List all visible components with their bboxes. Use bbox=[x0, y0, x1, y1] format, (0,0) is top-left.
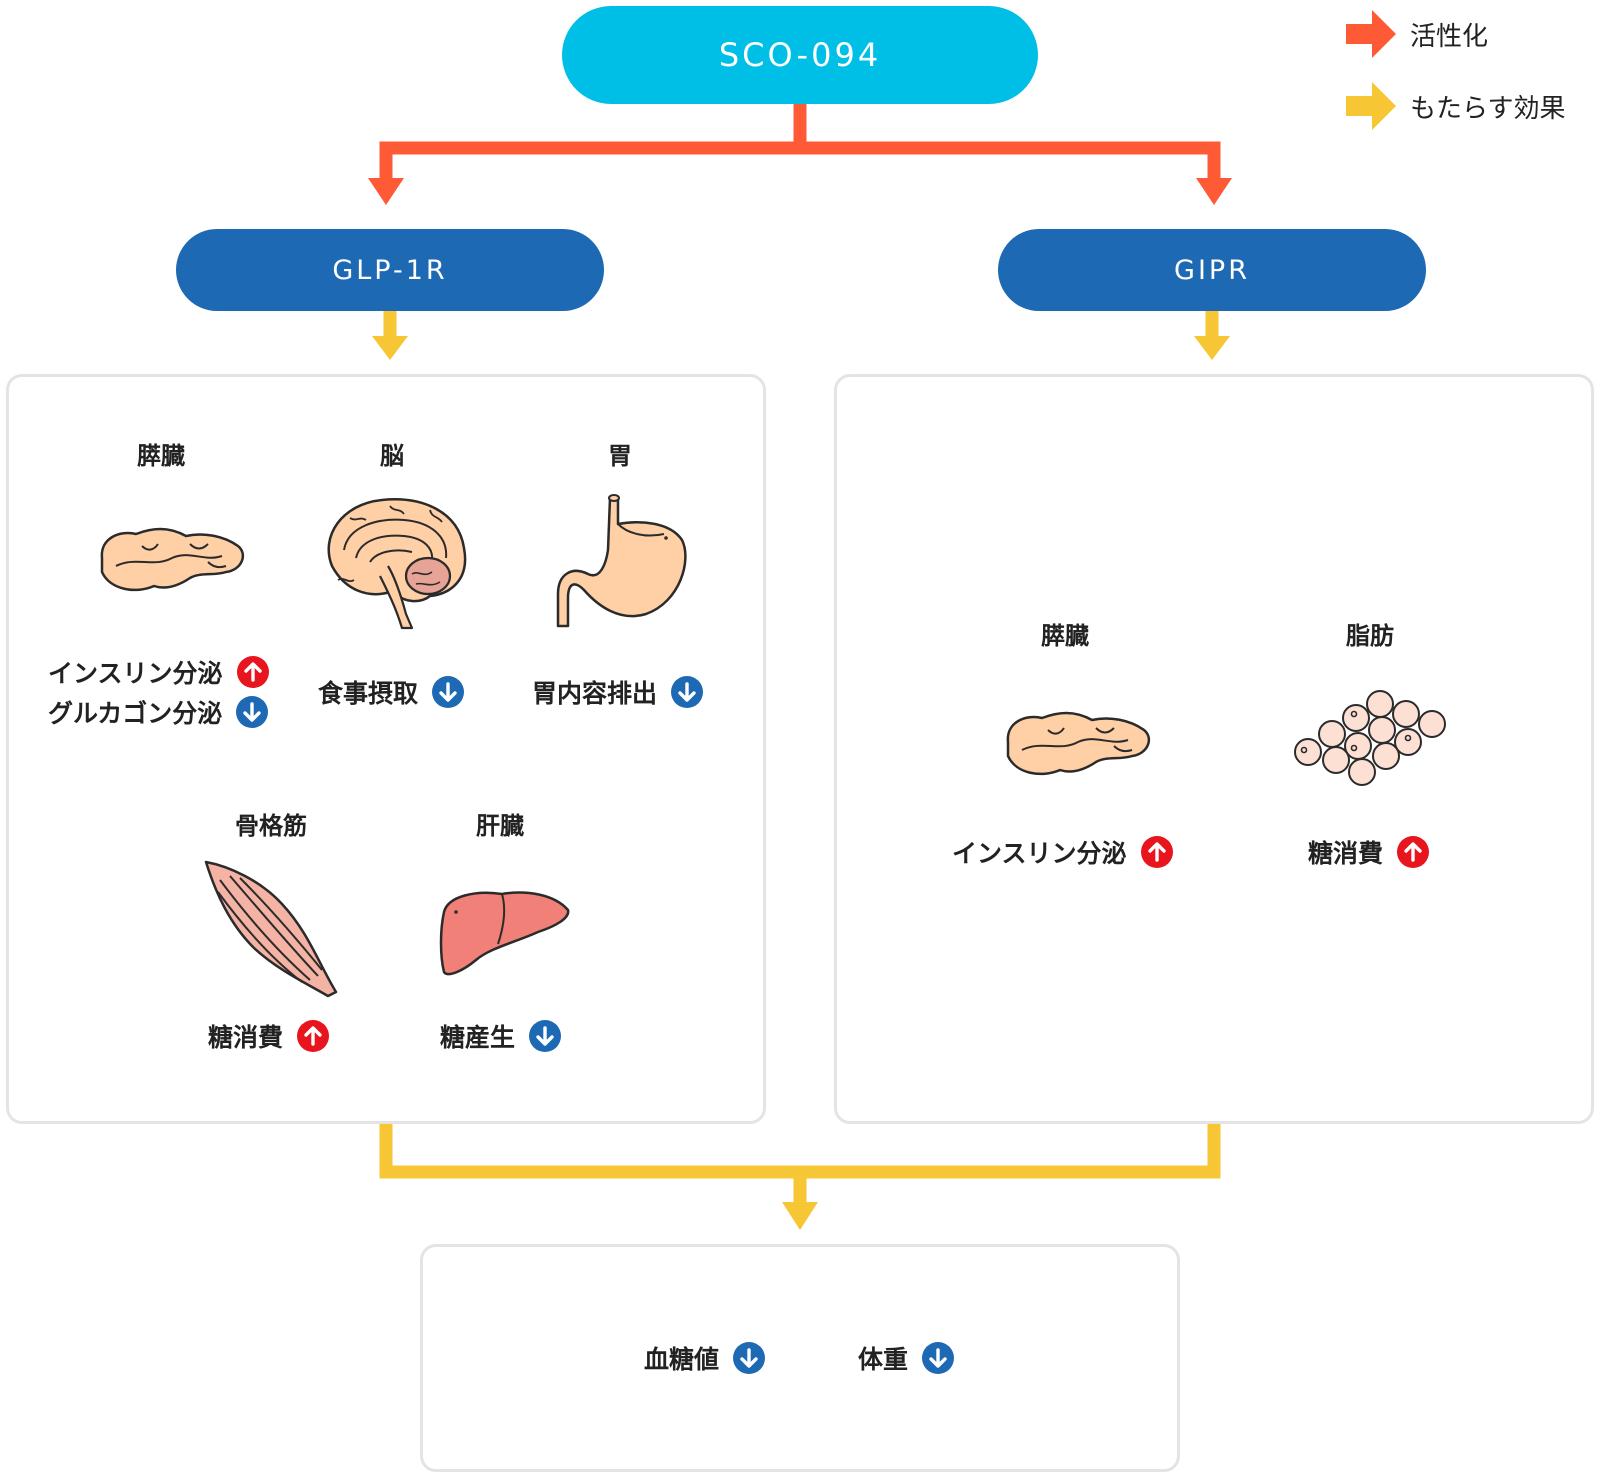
down-arrow-icon bbox=[922, 1342, 955, 1374]
effect-glucose-consumption-muscle-text: 糖消費 bbox=[208, 1023, 284, 1052]
organ-label-liver: 肝臓 bbox=[476, 812, 524, 840]
outcome-body-weight: 体重 bbox=[858, 1340, 955, 1376]
outcome-body-weight-text: 体重 bbox=[858, 1345, 909, 1374]
down-arrow-icon bbox=[529, 1020, 562, 1052]
effect-glucose-consumption-fat: 糖消費 bbox=[1308, 834, 1430, 870]
activation-arrow-branch bbox=[379, 141, 1221, 180]
fat-cells-icon bbox=[1294, 690, 1446, 786]
effect-glucose-production-text: 糖産生 bbox=[440, 1023, 516, 1052]
effect-insulin-secretion-text: インスリン分泌 bbox=[48, 659, 223, 688]
legend-effect: もたらす効果 bbox=[1346, 82, 1596, 130]
glp1r-node: GLP-1R bbox=[176, 229, 604, 311]
organ-label-skeletal-muscle: 骨格筋 bbox=[235, 812, 307, 840]
effect-insulin-secretion: インスリン分泌 bbox=[48, 654, 269, 690]
outcome-blood-glucose: 血糖値 bbox=[644, 1340, 766, 1376]
effect-arrow-merge bbox=[379, 1124, 1221, 1179]
organ-label-pancreas-gipr: 膵臓 bbox=[1041, 622, 1089, 650]
muscle-icon bbox=[204, 860, 338, 998]
up-arrow-icon bbox=[1397, 836, 1430, 868]
effect-arrow-icon bbox=[1346, 82, 1396, 130]
outcome-panel bbox=[420, 1244, 1180, 1472]
effect-glucagon-secretion-text: グルカゴン分泌 bbox=[48, 699, 223, 728]
effect-insulin-secretion-gipr-text: インスリン分泌 bbox=[952, 839, 1127, 868]
activation-arrowhead-glp1r bbox=[368, 178, 404, 205]
down-arrow-icon bbox=[236, 696, 269, 728]
effect-gastric-emptying-text: 胃内容排出 bbox=[532, 679, 658, 708]
down-arrow-icon bbox=[733, 1342, 766, 1374]
legend-activation-label: 活性化 bbox=[1410, 21, 1489, 52]
activation-arrows bbox=[379, 104, 1221, 180]
organ-label-pancreas: 膵臓 bbox=[137, 442, 185, 470]
up-arrow-icon bbox=[1140, 836, 1173, 868]
organ-label-brain: 脳 bbox=[380, 442, 404, 470]
organ-label-stomach: 胃 bbox=[608, 442, 632, 470]
effect-insulin-secretion-gipr: インスリン分泌 bbox=[952, 834, 1173, 870]
effect-arrowhead-gipr bbox=[1194, 336, 1230, 360]
activation-arrow-icon bbox=[1346, 10, 1396, 58]
effect-glucose-production: 糖産生 bbox=[440, 1018, 562, 1054]
down-arrow-icon bbox=[432, 676, 465, 708]
gipr-effects-panel bbox=[834, 374, 1594, 1124]
effect-food-intake-text: 食事摂取 bbox=[318, 679, 419, 708]
up-arrow-icon bbox=[236, 656, 269, 688]
effect-glucose-consumption-fat-text: 糖消費 bbox=[1308, 839, 1384, 868]
pancreas-icon bbox=[1006, 711, 1151, 776]
activation-arrowhead-gipr bbox=[1196, 178, 1232, 205]
stomach-icon bbox=[556, 494, 687, 628]
effect-glucagon-secretion: グルカゴン分泌 bbox=[48, 694, 269, 730]
effect-arrowhead-glp1r bbox=[372, 336, 408, 360]
brain-icon bbox=[327, 498, 467, 630]
up-arrow-icon bbox=[297, 1020, 330, 1052]
effect-glucose-consumption-muscle: 糖消費 bbox=[208, 1018, 330, 1054]
down-arrow-icon bbox=[671, 676, 704, 708]
drug-node: SCO-094 bbox=[562, 6, 1038, 104]
effect-food-intake: 食事摂取 bbox=[318, 674, 465, 710]
outcome-blood-glucose-text: 血糖値 bbox=[644, 1345, 720, 1374]
effect-arrows bbox=[379, 311, 1221, 1204]
gipr-node: GIPR bbox=[998, 229, 1426, 311]
pancreas-icon bbox=[100, 527, 245, 592]
liver-icon bbox=[439, 891, 570, 976]
effect-arrowhead-outcome bbox=[782, 1202, 818, 1230]
legend-effect-label: もたらす効果 bbox=[1410, 93, 1566, 124]
legend-activation: 活性化 bbox=[1346, 10, 1596, 58]
effect-gastric-emptying: 胃内容排出 bbox=[532, 674, 704, 710]
organ-label-fat: 脂肪 bbox=[1346, 622, 1394, 650]
glp1r-effects-panel bbox=[6, 374, 766, 1124]
